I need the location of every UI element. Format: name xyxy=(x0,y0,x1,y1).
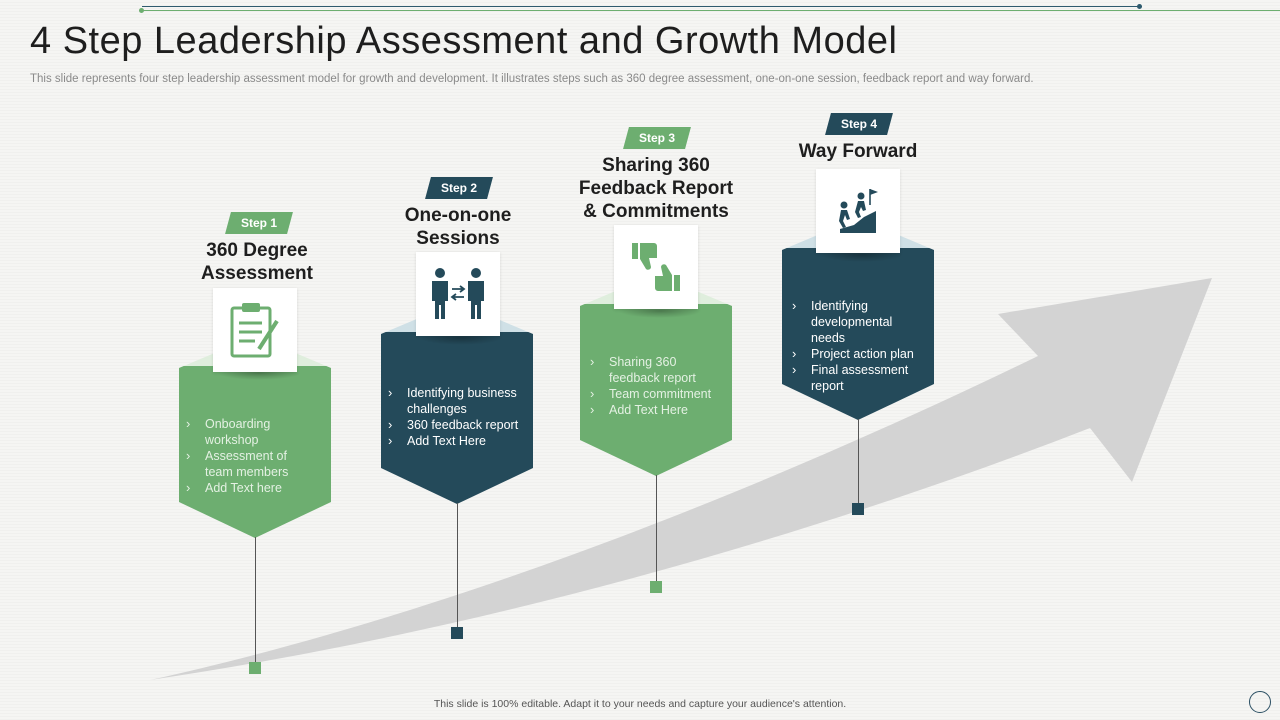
step-2-title-line-2: Sessions xyxy=(416,228,500,249)
corner-circle-icon xyxy=(1249,691,1271,713)
thumbs-down-up-icon xyxy=(632,243,680,291)
step-1-marker xyxy=(249,662,261,674)
climbing-team-flag-icon xyxy=(839,189,878,233)
step-1-title-line-2: Assessment xyxy=(201,263,313,284)
step-1-stem xyxy=(255,537,256,664)
step-4-badge: Step 4 xyxy=(825,113,893,135)
step-3-title-line-3: & Commitments xyxy=(583,201,729,222)
step-2-icon-box xyxy=(416,252,500,336)
step-1-badge: Step 1 xyxy=(225,212,293,234)
top-rule-green xyxy=(142,10,1280,11)
list-item: Assessment of team members xyxy=(180,448,300,480)
step-1-title: 360 Degree Assessment xyxy=(157,239,357,285)
list-item: Identifying developmental needs xyxy=(786,298,906,346)
step-2-stem xyxy=(457,503,458,628)
list-item: Final assessment report xyxy=(786,362,926,394)
list-item: Identifying business challenges xyxy=(382,385,527,417)
two-people-exchange-icon xyxy=(432,268,484,319)
step-1-title-line-1: 360 Degree xyxy=(206,240,308,261)
step-2-title: One-on-one Sessions xyxy=(358,204,558,250)
step-3-badge: Step 3 xyxy=(623,127,691,149)
top-rule-dot-right xyxy=(1137,4,1142,9)
page-title: 4 Step Leadership Assessment and Growth … xyxy=(30,20,898,62)
step-2-bullets: Identifying business challenges 360 feed… xyxy=(382,385,522,449)
list-item: Add Text here xyxy=(180,480,320,496)
step-4-title-line-1: Way Forward xyxy=(798,141,918,162)
step-3-icon-box xyxy=(614,225,698,309)
step-4-title: Way Forward xyxy=(758,140,958,163)
list-item: Add Text Here xyxy=(584,402,724,418)
clipboard-checklist-icon xyxy=(230,303,279,358)
list-item: Project action plan xyxy=(786,346,926,362)
step-3-bullets: Sharing 360 feedback report Team commitm… xyxy=(584,354,724,418)
step-4-stem xyxy=(858,419,859,505)
step-4-icon-box xyxy=(816,169,900,253)
page-subtitle: This slide represents four step leadersh… xyxy=(30,73,1034,85)
step-3-marker xyxy=(650,581,662,593)
list-item: Sharing 360 feedback report xyxy=(584,354,709,386)
step-4-bullets: Identifying developmental needs Project … xyxy=(786,298,926,394)
step-3-title-line-2: Feedback Report xyxy=(578,178,734,199)
top-rule-dot-left xyxy=(139,8,144,13)
step-2-badge: Step 2 xyxy=(425,177,493,199)
step-3-title-line-1: Sharing 360 xyxy=(602,155,710,176)
step-3-title: Sharing 360 Feedback Report & Commitment… xyxy=(556,154,756,223)
step-1-icon-box xyxy=(213,288,297,372)
step-2-marker xyxy=(451,627,463,639)
step-3-stem xyxy=(656,475,657,583)
list-item: Team commitment xyxy=(584,386,724,402)
list-item: 360 feedback report xyxy=(382,417,522,433)
step-2-title-line-1: One-on-one xyxy=(404,205,512,226)
top-rule-dark xyxy=(142,6,1142,7)
step-1-bullets: Onboarding workshop Assessment of team m… xyxy=(180,416,320,496)
list-item: Add Text Here xyxy=(382,433,522,449)
step-4-marker xyxy=(852,503,864,515)
footer-note: This slide is 100% editable. Adapt it to… xyxy=(433,698,847,710)
list-item: Onboarding workshop xyxy=(180,416,295,448)
